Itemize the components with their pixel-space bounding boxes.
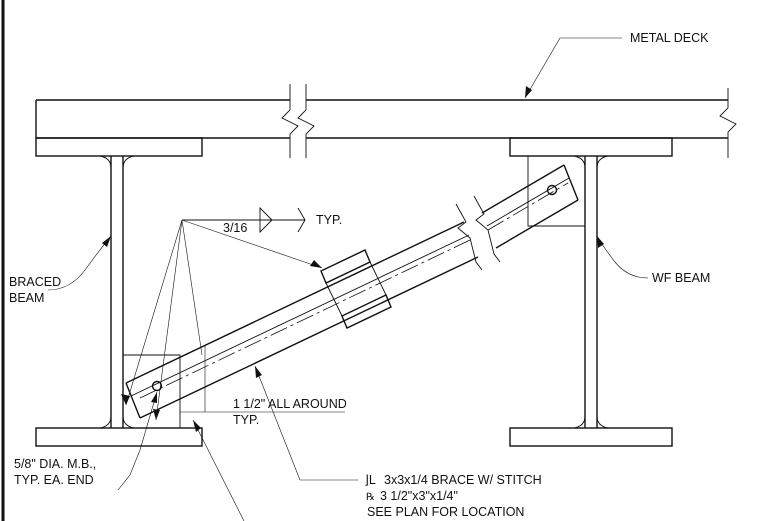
bolt-top-icon bbox=[546, 184, 558, 196]
label-weld-size: 3/16 bbox=[223, 221, 247, 235]
label-bolt-line2: TYP. EA. END bbox=[14, 473, 94, 487]
weld-symbol bbox=[121, 206, 323, 421]
label-all-around-line1: 1 1/2" ALL AROUND bbox=[233, 397, 347, 411]
label-wf-beam: WF BEAM bbox=[652, 271, 710, 285]
label-all-around-line2: TYP. bbox=[233, 413, 259, 427]
label-brace-line1: 3x3x1/4 BRACE W/ STITCH bbox=[384, 473, 542, 487]
diagonal-brace bbox=[125, 164, 579, 419]
label-weld-typ: TYP. bbox=[316, 213, 342, 227]
double-angle-icon: ⌋L bbox=[364, 473, 376, 487]
label-braced-beam-line2: BEAM bbox=[9, 291, 44, 305]
leaders bbox=[47, 37, 649, 521]
wf-beam-right bbox=[509, 137, 673, 447]
label-metal-deck: METAL DECK bbox=[630, 31, 709, 45]
label-bolt-line1: 5/8" DIA. M.B., bbox=[14, 457, 96, 471]
label-brace-line2: 3 1/2"x3"x1/4" bbox=[380, 489, 458, 503]
bolt-bottom-icon bbox=[151, 380, 163, 392]
label-braced-beam-line1: BRACED bbox=[9, 275, 61, 289]
braced-beam-left bbox=[35, 137, 203, 447]
plate-icon: ℞ bbox=[366, 492, 375, 503]
metal-deck-slab bbox=[35, 84, 737, 158]
label-brace-line3: SEE PLAN FOR LOCATION bbox=[367, 505, 524, 519]
